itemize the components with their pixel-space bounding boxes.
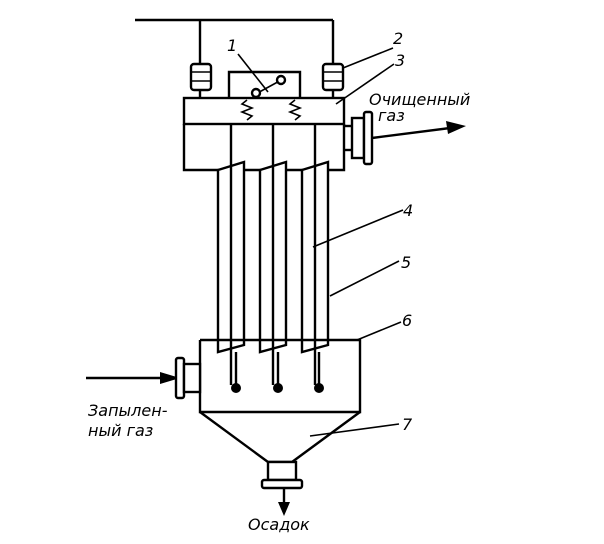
tube-bundle	[216, 124, 330, 393]
upper-chamber	[182, 124, 346, 172]
insulator-right	[321, 62, 345, 98]
clean-gas-outlet	[344, 110, 466, 166]
label-3: 3	[395, 51, 405, 70]
label-6: 6	[402, 311, 412, 330]
dusty-gas-label-line1: Запылен-	[88, 401, 168, 420]
insulator-left	[189, 62, 213, 98]
hopper	[199, 411, 361, 516]
leader-lines	[237, 47, 404, 437]
sediment-label: Осадок	[248, 515, 310, 534]
label-1: 1	[227, 36, 237, 55]
clean-gas-label-line1: Очищенный	[369, 90, 470, 109]
label-5: 5	[401, 253, 411, 272]
dusty-gas-label-line2: ный газ	[88, 421, 153, 440]
dusty-gas-inlet	[86, 356, 202, 400]
label-7: 7	[402, 415, 413, 434]
shaking-mechanism	[227, 70, 302, 99]
top-wiring	[135, 18, 335, 64]
clean-gas-label-line2: газ	[378, 106, 405, 125]
suspension-frame	[182, 96, 346, 126]
label-4: 4	[403, 201, 413, 220]
label-2: 2	[393, 29, 403, 48]
